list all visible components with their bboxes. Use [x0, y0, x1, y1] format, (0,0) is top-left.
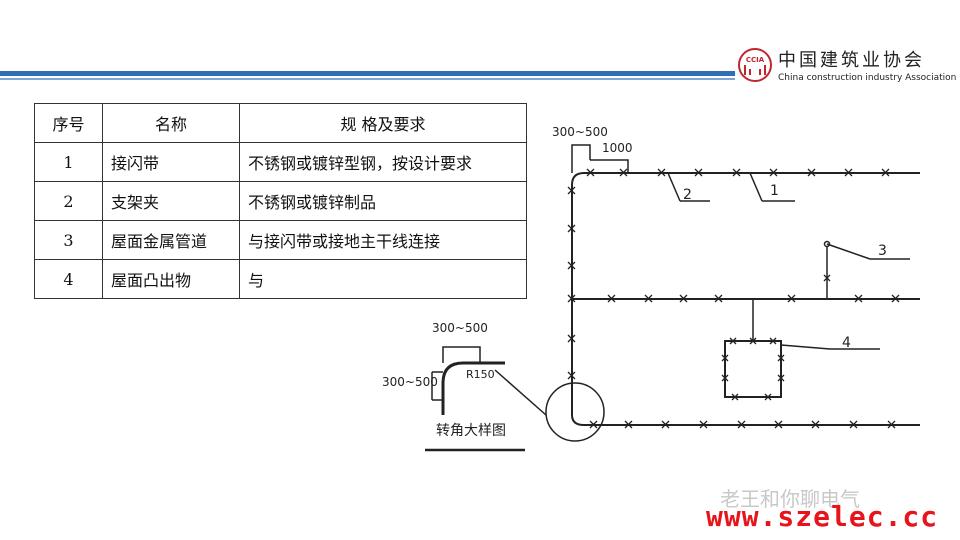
label-1: 1 [770, 183, 779, 199]
org-name-en: China construction industry Association [778, 73, 957, 83]
header-bar [0, 71, 735, 76]
dim-spacing-bracket [590, 159, 629, 173]
strip-bottom [571, 414, 920, 426]
dim-top-label: 300~500 [552, 125, 608, 139]
cell-name: 接闪带 [102, 142, 240, 182]
cell-spec: 不锈钢或镀锌型钢，按设计要求 [239, 142, 527, 182]
label-4: 4 [842, 335, 851, 351]
strip-top-edge [571, 172, 920, 415]
corner-detail-circle [545, 382, 605, 442]
leader-2 [667, 172, 681, 202]
detail-dim-top [442, 346, 481, 363]
detail-dim-top-label: 300~500 [432, 321, 488, 335]
detail-caption: 转角大样图 [436, 423, 506, 439]
table-row: 1 接闪带 不锈钢或镀锌型钢，按设计要求 [34, 142, 527, 182]
cell-name: 屋面金属管道 [102, 220, 240, 260]
leader-3 [826, 243, 871, 260]
cell-index: 4 [34, 259, 103, 299]
dim-spacing-label: 1000 [602, 141, 633, 155]
cell-index: 1 [34, 142, 103, 182]
table-row: 4 屋面凸出物 与 [34, 259, 527, 299]
spec-table: 序号 名称 规 格及要求 1 接闪带 不锈钢或镀锌型钢，按设计要求 2 支架夹 … [34, 103, 527, 299]
label-2: 2 [683, 187, 692, 203]
table-header-row: 序号 名称 规 格及要求 [34, 103, 527, 143]
dim-top-bracket [571, 144, 591, 173]
detail-radius-label: R150 [466, 368, 495, 381]
clip-markers [567, 168, 900, 429]
col-header-name: 名称 [102, 103, 240, 143]
detail-bend [441, 361, 505, 415]
leader-4 [780, 344, 831, 350]
table-row: 3 屋面金属管道 与接闪带或接地主干线连接 [34, 220, 527, 260]
watermark-text: 老王和你聊电气 [720, 487, 860, 511]
svg-text:CCIA: CCIA [746, 56, 765, 64]
cell-index: 3 [34, 220, 103, 260]
cell-name: 支架夹 [102, 181, 240, 221]
detail-dim-side-label: 300~500 [382, 375, 438, 389]
lightning-strip-diagram: 300~500 1000 2 1 3 4 300~500 300~500 R15… [382, 125, 920, 452]
roof-protrusion-box [724, 340, 782, 398]
cell-name: 屋面凸出物 [102, 259, 240, 299]
watermark-url: www.szelec.cc [706, 500, 939, 533]
ccia-logo-icon: CCIA [738, 48, 772, 82]
label-3: 3 [878, 243, 887, 259]
cell-spec: 与 [239, 259, 527, 299]
header-bar-thin [0, 78, 735, 80]
cell-index: 2 [34, 181, 103, 221]
cell-spec: 与接闪带或接地主干线连接 [239, 220, 527, 260]
org-name-cn: 中国建筑业协会 [778, 50, 925, 71]
leader-1 [749, 172, 763, 202]
table-row: 2 支架夹 不锈钢或镀锌制品 [34, 181, 527, 221]
cell-spec: 不锈钢或镀锌制品 [239, 181, 527, 221]
col-header-index: 序号 [34, 103, 103, 143]
